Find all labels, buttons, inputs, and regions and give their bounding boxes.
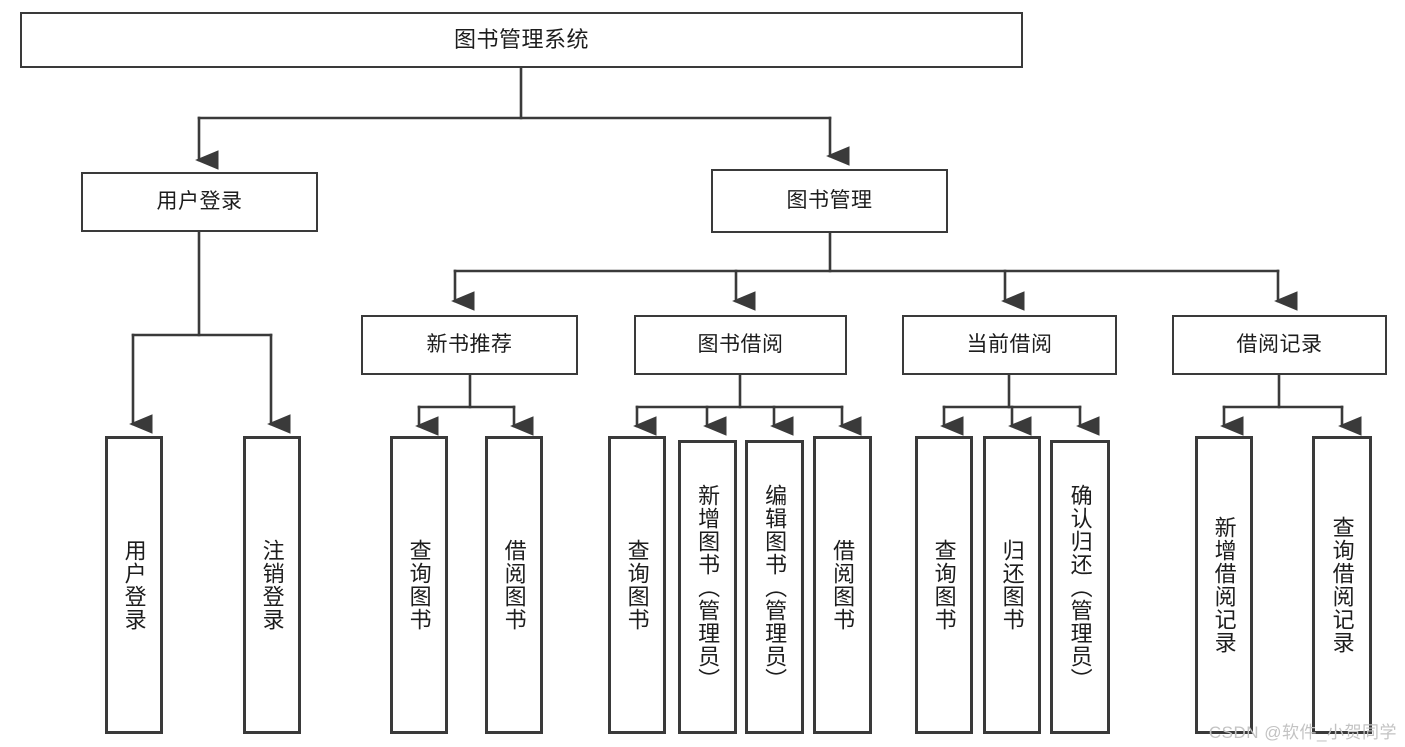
node-label: 查询图书 [406, 539, 432, 631]
node-label: 图书借阅 [697, 332, 784, 356]
node-label: 新增图书（管理员） [695, 483, 721, 691]
node-label: 借阅图书 [501, 539, 527, 631]
node-label: 用户登录 [156, 189, 243, 213]
node-new-book-recommend[interactable]: 新书推荐 [361, 315, 578, 375]
node-label: 查询图书 [931, 539, 957, 631]
node-root-system[interactable]: 图书管理系统 [20, 12, 1023, 68]
leaf-query-book-current[interactable]: 查询图书 [915, 436, 973, 734]
node-label: 新增借阅记录 [1211, 516, 1237, 654]
node-label: 查询图书 [624, 539, 650, 631]
node-user-login[interactable]: 用户登录 [81, 172, 318, 232]
leaf-logout-login[interactable]: 注销登录 [243, 436, 301, 734]
leaf-add-borrow-record[interactable]: 新增借阅记录 [1195, 436, 1253, 734]
node-label: 图书管理 [786, 188, 873, 212]
node-label: 借阅图书 [830, 539, 856, 631]
node-label: 查询借阅记录 [1329, 516, 1355, 654]
node-label: 当前借阅 [966, 332, 1053, 356]
leaf-borrow-book-recommend[interactable]: 借阅图书 [485, 436, 543, 734]
node-borrow-record[interactable]: 借阅记录 [1172, 315, 1387, 375]
leaf-return-book[interactable]: 归还图书 [983, 436, 1041, 734]
leaf-query-borrow-record[interactable]: 查询借阅记录 [1312, 436, 1372, 734]
node-label: 用户登录 [121, 539, 147, 631]
node-label: 确认归还（管理员） [1067, 483, 1093, 691]
leaf-user-login[interactable]: 用户登录 [105, 436, 163, 734]
node-label: 编辑图书（管理员） [762, 483, 788, 691]
node-book-borrow[interactable]: 图书借阅 [634, 315, 847, 375]
leaf-query-book-recommend[interactable]: 查询图书 [390, 436, 448, 734]
leaf-borrow-book[interactable]: 借阅图书 [813, 436, 872, 734]
leaf-query-book-borrow[interactable]: 查询图书 [608, 436, 666, 734]
node-label: 图书管理系统 [453, 27, 589, 53]
node-label: 注销登录 [259, 539, 285, 631]
csdn-watermark: CSDN @软件_小贺同学 [1208, 723, 1397, 742]
node-label: 归还图书 [999, 539, 1025, 631]
node-current-borrow[interactable]: 当前借阅 [902, 315, 1117, 375]
node-book-management[interactable]: 图书管理 [711, 169, 948, 233]
leaf-edit-book[interactable]: 编辑图书（管理员） [745, 440, 804, 734]
leaf-confirm-return[interactable]: 确认归还（管理员） [1050, 440, 1110, 734]
leaf-add-book[interactable]: 新增图书（管理员） [678, 440, 737, 734]
node-label: 借阅记录 [1236, 332, 1323, 356]
node-label: 新书推荐 [426, 332, 513, 356]
